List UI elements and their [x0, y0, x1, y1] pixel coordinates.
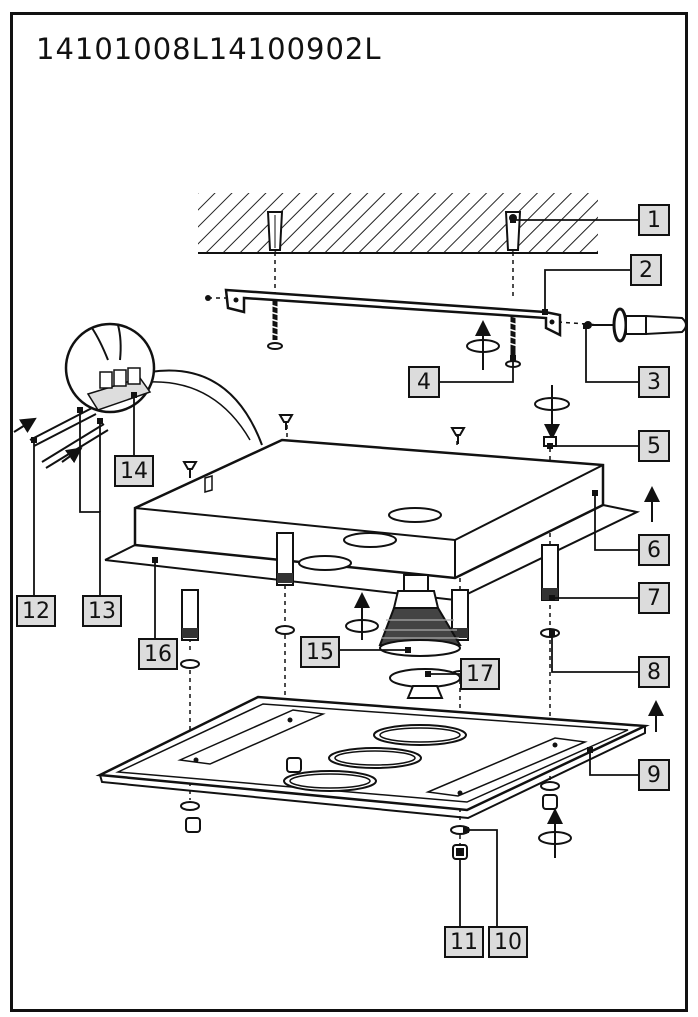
leader-dots — [31, 217, 598, 833]
leader-lines — [33, 219, 640, 928]
stud-right — [541, 544, 559, 601]
callout-15: 15 — [300, 636, 340, 668]
screw-left — [267, 300, 283, 350]
callout-11: 11 — [444, 926, 484, 958]
callout-8: 8 — [638, 656, 670, 688]
stud-mid — [276, 532, 294, 586]
callout-16: 16 — [138, 638, 178, 670]
rotate-arrow-4 — [466, 320, 500, 370]
callout-5: 5 — [638, 430, 670, 462]
callout-2: 2 — [630, 254, 662, 286]
up-arrows — [644, 486, 664, 732]
callout-6: 6 — [638, 534, 670, 566]
screwdriver — [584, 307, 687, 343]
mounting-bracket — [205, 288, 562, 338]
callout-9: 9 — [638, 759, 670, 791]
callout-10: 10 — [488, 926, 528, 958]
rotate-arrow-15 — [345, 592, 379, 640]
callout-13: 13 — [82, 595, 122, 627]
gu10-lamp — [378, 574, 462, 657]
ceiling-hatch — [198, 193, 598, 254]
bottom-plate — [95, 695, 650, 820]
callout-17: 17 — [460, 658, 500, 690]
rotate-arrow-5 — [534, 385, 570, 440]
rotate-arrow-10 — [538, 808, 572, 858]
cap-nuts — [185, 757, 558, 860]
callout-7: 7 — [638, 582, 670, 614]
terminal-detail — [64, 322, 263, 446]
callout-1: 1 — [638, 204, 670, 236]
stud-left — [181, 589, 199, 641]
callout-3: 3 — [638, 366, 670, 398]
stud-center — [451, 589, 469, 641]
wall-plug-left — [266, 211, 284, 251]
callout-14: 14 — [114, 455, 154, 487]
callout-12: 12 — [16, 595, 56, 627]
callout-4: 4 — [408, 366, 440, 398]
supply-wires — [13, 407, 109, 469]
model-title: 14101008L14100902L — [36, 32, 382, 66]
